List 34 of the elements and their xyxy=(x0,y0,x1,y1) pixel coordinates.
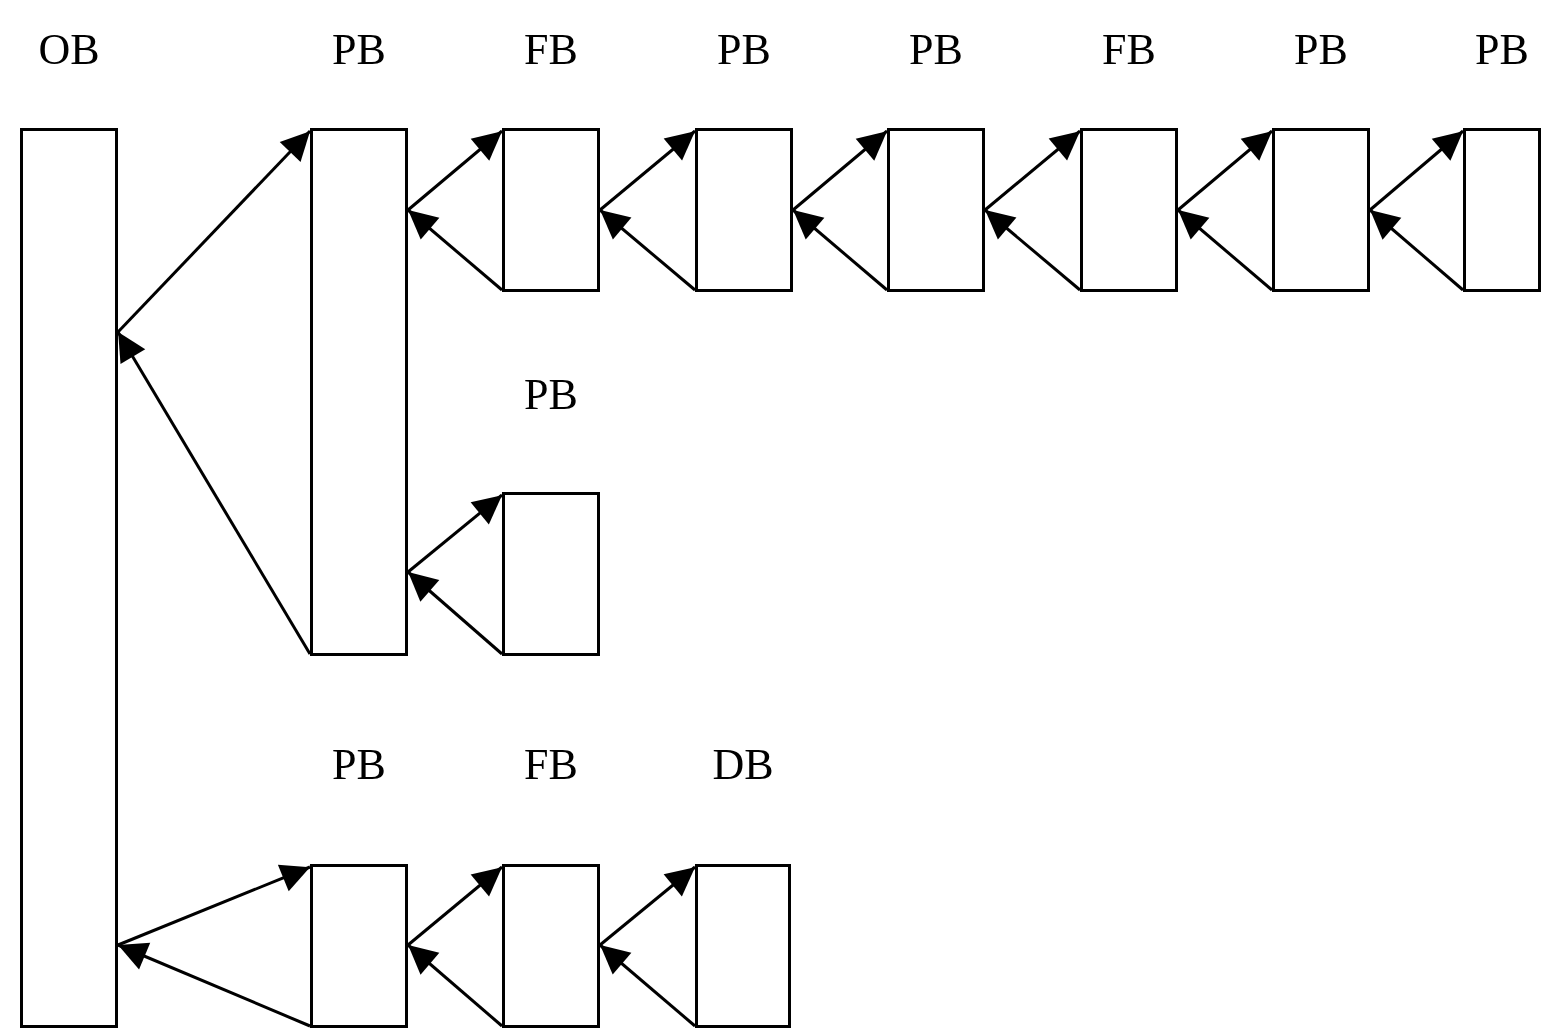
arrow xyxy=(599,943,696,1028)
block-label: OB xyxy=(37,26,101,74)
arrow xyxy=(116,331,312,655)
arrow xyxy=(407,208,503,292)
arrow xyxy=(1177,129,1273,212)
block-label: FB xyxy=(523,741,579,789)
arrow xyxy=(984,208,1081,292)
block-label: PB xyxy=(716,26,772,74)
arrow xyxy=(407,129,503,212)
block-label: PB xyxy=(331,26,387,74)
arrow xyxy=(1177,208,1273,292)
arrow xyxy=(984,129,1081,212)
arrow xyxy=(407,570,503,656)
arrow xyxy=(599,208,696,292)
arrow xyxy=(116,129,312,334)
arrow xyxy=(599,129,696,212)
arrow xyxy=(599,865,696,947)
arrow xyxy=(792,129,888,212)
arrow xyxy=(117,864,311,947)
block-label: PB xyxy=(1293,26,1349,74)
arrow xyxy=(407,493,503,574)
block-label: DB xyxy=(711,741,775,789)
arrow xyxy=(1369,208,1464,292)
arrow xyxy=(407,943,503,1028)
block-label: FB xyxy=(523,26,579,74)
arrow xyxy=(117,942,311,1028)
block-label: PB xyxy=(908,26,964,74)
arrow xyxy=(792,208,888,292)
block-label: PB xyxy=(523,371,579,419)
block-label: FB xyxy=(1101,26,1157,74)
arrow xyxy=(1369,129,1464,212)
block-label: PB xyxy=(331,741,387,789)
arrow xyxy=(407,865,503,947)
block-label: PB xyxy=(1474,26,1530,74)
